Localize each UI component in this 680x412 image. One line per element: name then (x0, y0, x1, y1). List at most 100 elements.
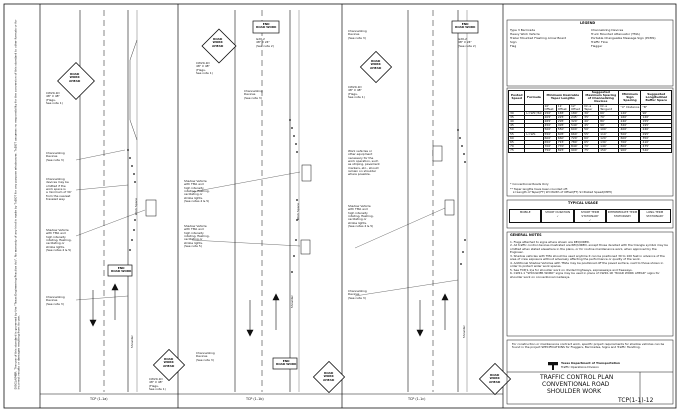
note-channelizing-a: Channelizing Devices (See note 3) (46, 151, 65, 162)
note-shadow-vehicle-b: Shadow Vehicle with TMA and high intensi… (184, 179, 210, 203)
txdot-logo (548, 362, 558, 370)
sheet-border (3, 3, 677, 409)
contract-footer-note: For construction or maintenance contract… (512, 342, 665, 350)
col-header: Suggested Maximum Spacing of Channelizin… (582, 90, 620, 105)
usage-col-label: SHORT DURATION (545, 210, 571, 214)
sub-header: "X" Distance (618, 103, 642, 112)
col-header: Minimum Desirable Taper Lengths (542, 90, 584, 105)
general-note: 6. CW21-1 "SHOULDER WORK" signs may be u… (510, 271, 660, 279)
general-note: 4. Additional Shadow Vehicles with TMAs … (510, 260, 664, 269)
note-shadow-vehicle-a: Shadow Vehicle with TMA and high intensi… (46, 228, 72, 252)
general-note: 1. Flags attached to signs where shown a… (510, 240, 590, 244)
sign-road-work-ahead-b: ROAD WORK AHEAD (212, 37, 224, 48)
usage-col-label: SHORT TERM STATIONARY (580, 210, 600, 218)
usage-mark: ✓ (588, 218, 592, 222)
legend-item: Flagger (591, 43, 603, 48)
general-note: 3. Shadow vehicles with TMA should be us… (510, 253, 665, 262)
sign-end-road-work-b: END ROAD WORK (256, 22, 277, 30)
legend-item: Flag (510, 43, 517, 48)
taper-cell: 900' (618, 148, 642, 154)
usage-col-label: MOBILE (519, 210, 531, 214)
plan-title-3: SHOULDER WORK (547, 388, 602, 395)
col-header: Minimum Sign Spacing (618, 90, 642, 105)
sign-cw20-label-a2: CW20-1D 48" X 48" (Flags- See note 1) (149, 377, 166, 391)
taper-header-row: Posted Speed Formula Minimum Desirable T… (507, 90, 672, 105)
sign-road-work-ahead-c2: ROAD WORK AHEAD (323, 371, 335, 382)
note-channelizing-b: Channelizing Devices (See note 3) (244, 89, 263, 100)
taper-subheader-row: 10' Offset 11' Offset 12' Offset On a Ta… (507, 103, 672, 112)
taper-cell (524, 148, 544, 154)
taper-cell: 75' (582, 148, 600, 154)
legend-item: Traffic Flow (591, 39, 608, 44)
sign-cw20-label-c: CW20-1D 48" X 48" (Flags- See note 1) (348, 85, 365, 99)
col-header: Formula (524, 90, 544, 105)
usage-col: MOBILE (509, 209, 542, 223)
label-shoulder-c: Shoulder (461, 325, 466, 339)
note-shadow-vehicle-c: Shadow Vehicle with TMA and high intensi… (348, 204, 374, 228)
note-channelizing-c: Channelizing Devices (See note 3) (348, 29, 367, 40)
sub-header: "B" (640, 103, 672, 112)
note-channelizing-a2: Channelizing Devices (See note 3) (46, 295, 65, 306)
sign-road-work-ahead-a2: ROAD WORK AHEAD (163, 357, 175, 368)
general-notes-list: 1. Flags attached to signs where shown a… (510, 240, 670, 279)
sign-cw20-label-b: CW20-1D 48" X 48" (Flags- See note 1) (196, 61, 213, 75)
taper-cell: 540' (640, 148, 672, 154)
legend-item: Portable Changeable Message Sign (PCMS) (591, 35, 656, 40)
sign-end-road-work-a: END ROAD WORK (111, 266, 132, 274)
legend-item: Type 3 Barricade (510, 28, 536, 32)
legend-item: Sign (510, 39, 517, 44)
leader-lines (75, 149, 459, 301)
general-notes-title: GENERAL NOTES (510, 233, 542, 237)
panel-label-b: TCP (1-1b) (246, 397, 264, 401)
taper-cell: 750' (542, 148, 557, 154)
sub-header: On a Tangent (598, 103, 620, 112)
legend-item: Heavy Work Vehicle (510, 31, 540, 36)
label-shoulder-a: Shoulder (129, 335, 134, 349)
taper-table: Posted Speed Formula Minimum Desirable T… (507, 90, 672, 154)
sign-road-work-ahead-c: ROAD WORK AHEAD (370, 59, 382, 70)
sign-end-road-work-b2: END ROAD WORK (276, 359, 297, 367)
general-note: 5. See TCP(1-1)a for shoulder work on di… (510, 267, 633, 272)
label-shoulder-b: Shoulder (289, 295, 294, 309)
typical-usage-title: TYPICAL USAGE (568, 201, 598, 205)
right-panel-frames (506, 19, 674, 405)
note-shadow-vehicle-opt-b: Shadow Vehicle with TMA and high intensi… (184, 224, 210, 248)
plan-title-2: CONVENTIONAL ROAD (542, 381, 610, 388)
end-road-work-signs (107, 20, 479, 370)
taper-cell: 75 (507, 148, 526, 154)
panel-a-road (79, 10, 138, 392)
note-channelizing-may-a: Channelizing devices may be omitted if t… (46, 177, 72, 201)
division-name: Traffic Operations Division (561, 365, 599, 369)
sign-g20-label-b: G20-2 48" X 24" (See note 2) (256, 37, 274, 48)
note-channelizing-b2: Channelizing Devices (See note 3) (196, 351, 215, 362)
sign-end-road-work-c: END ROAD WORK (455, 22, 476, 30)
typical-usage-row: MOBILE SHORT DURATION✓ SHORT TERM STATIO… (509, 209, 672, 223)
sub-header: 12' Offset (568, 103, 584, 112)
usage-col: LONG TERM STATIONARY (638, 209, 672, 223)
taper-cell: 150' (598, 148, 620, 154)
usage-col: SHORT TERM STATIONARY✓ (573, 209, 607, 223)
note-channelizing-c2: Channelizing Devices (See note 3) (348, 289, 367, 300)
usage-col: SHORT DURATION✓ (541, 209, 574, 223)
panel-label-a: TCP (1-1a) (90, 397, 108, 401)
usage-col: INTERMEDIATE TERM STATIONARY (606, 209, 639, 223)
label-work-space-b: Work Space (295, 203, 300, 221)
legend-title: LEGEND (580, 21, 596, 25)
col-header: Posted Speed (507, 90, 526, 105)
sign-road-work-ahead-a: ROAD WORK AHEAD (69, 72, 81, 83)
taper-cell: 825' (555, 148, 570, 154)
panel-c-road (407, 10, 468, 392)
work-vehicles (145, 145, 455, 255)
warning-signs (57, 28, 512, 396)
agency-name: Texas Department of Transportation (561, 361, 620, 365)
conv-road-note: * Conventional Roads Only (510, 182, 549, 186)
panel-label-c: TCP (1-1c) (408, 397, 426, 401)
sign-road-work-ahead-c3: ROAD WORK AHEAD (489, 373, 501, 384)
taper-cell: L=WS²/60 (524, 110, 544, 117)
channelizing-devices (127, 119, 466, 273)
